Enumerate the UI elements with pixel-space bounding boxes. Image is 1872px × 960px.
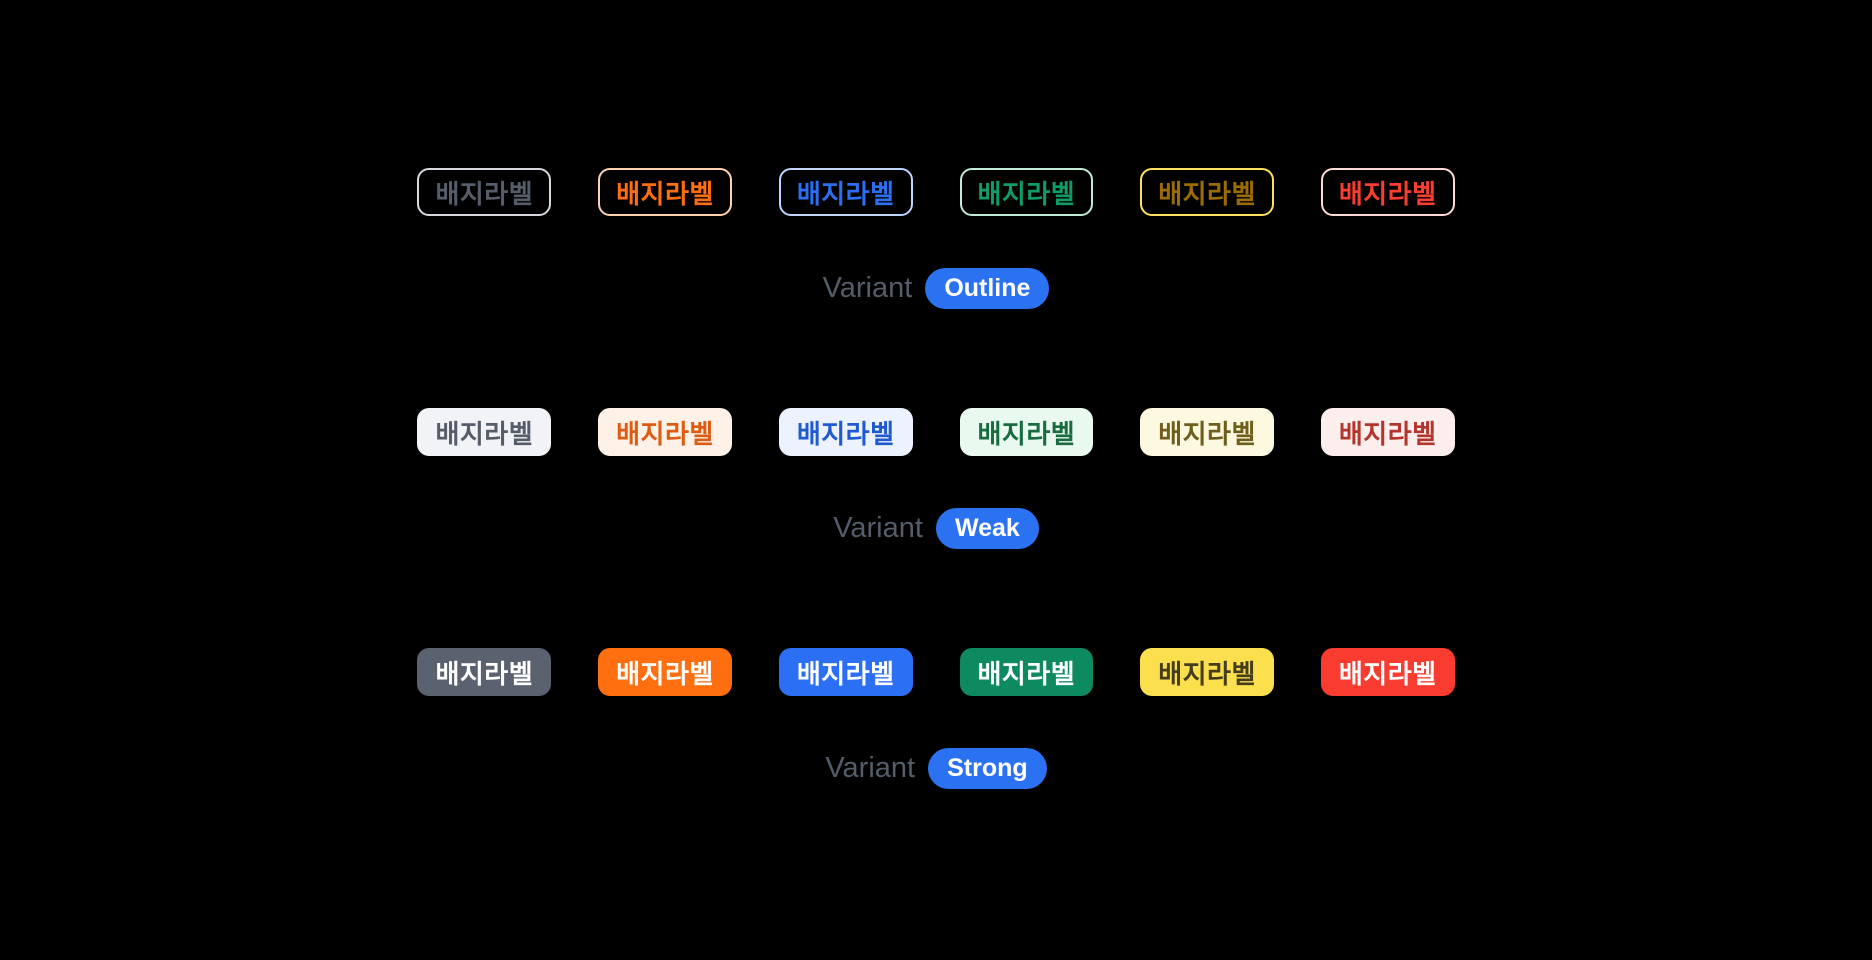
variant-pill-outline[interactable]: Outline: [925, 268, 1050, 309]
badge-outline-neutral: 배지라벨: [417, 168, 552, 216]
variant-pill-weak[interactable]: Weak: [935, 508, 1039, 549]
badge-row-outline: 배지라벨 배지라벨 배지라벨 배지라벨 배지라벨 배지라벨: [417, 168, 1455, 216]
badge-weak-green: 배지라벨: [959, 408, 1094, 456]
badge-outline-blue: 배지라벨: [778, 168, 913, 216]
badge-outline-orange: 배지라벨: [598, 168, 732, 216]
badge-strong-neutral: 배지라벨: [417, 648, 552, 696]
variant-annotation-weak: Variant Weak: [833, 508, 1039, 549]
badge-strong-red: 배지라벨: [1320, 648, 1455, 696]
badge-outline-red: 배지라벨: [1320, 168, 1455, 216]
variant-annotation-outline: Variant Outline: [823, 268, 1050, 309]
badge-row-strong: 배지라벨 배지라벨 배지라벨 배지라벨 배지라벨 배지라벨: [417, 648, 1455, 696]
variant-label: Variant: [822, 272, 913, 304]
badge-strong-blue: 배지라벨: [778, 648, 913, 696]
variant-pill-strong[interactable]: Strong: [928, 748, 1047, 789]
badge-weak-orange: 배지라벨: [598, 408, 732, 456]
badge-outline-yellow: 배지라벨: [1140, 168, 1274, 216]
badge-strong-green: 배지라벨: [959, 648, 1094, 696]
badge-weak-yellow: 배지라벨: [1140, 408, 1274, 456]
variant-label: Variant: [833, 512, 923, 544]
badge-strong-orange: 배지라벨: [598, 648, 732, 696]
badge-outline-green: 배지라벨: [959, 168, 1094, 216]
variant-label: Variant: [825, 752, 916, 784]
badge-weak-blue: 배지라벨: [778, 408, 913, 456]
badge-strong-yellow: 배지라벨: [1140, 648, 1274, 696]
badge-weak-red: 배지라벨: [1320, 408, 1455, 456]
variant-annotation-strong: Variant Strong: [825, 748, 1047, 789]
badge-row-weak: 배지라벨 배지라벨 배지라벨 배지라벨 배지라벨 배지라벨: [417, 408, 1455, 456]
badge-weak-neutral: 배지라벨: [417, 408, 552, 456]
